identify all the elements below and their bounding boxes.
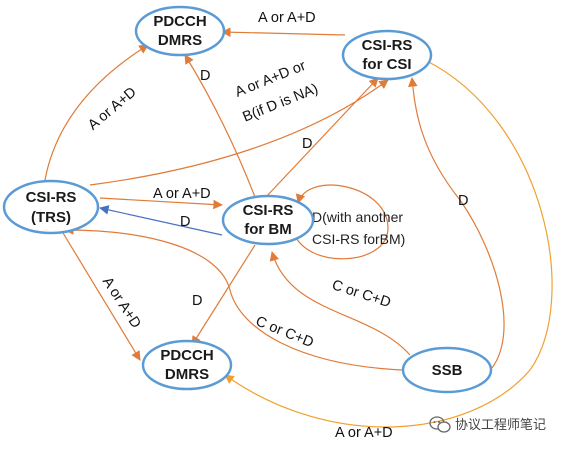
node-trs-line1: CSI-RS: [26, 189, 77, 206]
label-bm-to-csi: D: [302, 136, 312, 152]
label-ssb-to-csi: D: [458, 193, 468, 209]
edge-ssb-to-bm: [269, 251, 411, 356]
edge-csi-to-pdcch-top: [221, 27, 346, 38]
label-bm-self-line2: CSI-RS forBM): [312, 231, 405, 247]
node-ssb: SSB: [401, 346, 493, 394]
edge-bm-self-loop: [291, 184, 389, 260]
label-csi-to-pdcch-top: A or A+D: [258, 10, 316, 26]
label-ssb-to-bm: C or C+D: [330, 277, 393, 311]
label-trs-to-pdcch-top: A or A+D: [85, 84, 139, 133]
edge-bm-to-trs: [99, 205, 223, 236]
edge-ssb-to-csi: [408, 77, 505, 369]
edge-trs-to-bm: [99, 197, 223, 210]
node-bm-line1: CSI-RS: [243, 202, 294, 219]
node-pdcch-bottom-line1: PDCCH: [160, 347, 213, 364]
node-trs-line2: (TRS): [31, 209, 71, 226]
edge-trs-to-pdcch-bottom: [59, 227, 141, 361]
edge-ssb-to-trs: [64, 225, 403, 371]
node-pdcch-top-line1: PDCCH: [153, 13, 206, 30]
label-trs-to-bm: A or A+D: [153, 186, 211, 202]
node-pdcch-dmrs-bottom: PDCCH DMRS: [141, 339, 233, 391]
node-csi-rs-trs: CSI-RS (TRS): [2, 179, 100, 235]
edge-bm-to-pdcch-top: [184, 54, 256, 198]
watermark: 协议工程师笔记: [429, 416, 546, 433]
node-csi-line2: for CSI: [362, 56, 411, 73]
node-csi-rs-for-csi: CSI-RS for CSI: [341, 29, 433, 81]
edges: [44, 27, 553, 428]
node-csi-line1: CSI-RS: [362, 37, 413, 54]
node-csi-rs-for-bm: CSI-RS for BM: [221, 194, 315, 246]
node-pdcch-top-line2: DMRS: [158, 32, 202, 49]
node-bm-line2: for BM: [244, 221, 292, 238]
label-bm-to-pdcch-top: D: [200, 68, 210, 84]
edge-bm-to-pdcch-bottom: [191, 244, 256, 346]
edge-trs-to-pdcch-top: [44, 44, 149, 181]
node-ssb-label: SSB: [432, 362, 463, 379]
label-csi-to-pdcch-bottom: A or A+D: [335, 425, 393, 441]
edge-trs-to-csi: [89, 79, 389, 186]
watermark-text: 协议工程师笔记: [455, 417, 546, 433]
node-pdcch-dmrs-top: PDCCH DMRS: [134, 5, 226, 57]
node-pdcch-bottom-line2: DMRS: [165, 366, 209, 383]
wechat-icon: [429, 416, 451, 433]
label-bm-self-line1: D(with another: [312, 209, 403, 225]
edge-bm-to-csi: [264, 77, 379, 199]
label-bm-to-pdcch-bottom: D: [192, 293, 202, 309]
edge-csi-to-pdcch-bottom: [224, 59, 553, 428]
label-bm-to-trs: D: [180, 214, 190, 230]
